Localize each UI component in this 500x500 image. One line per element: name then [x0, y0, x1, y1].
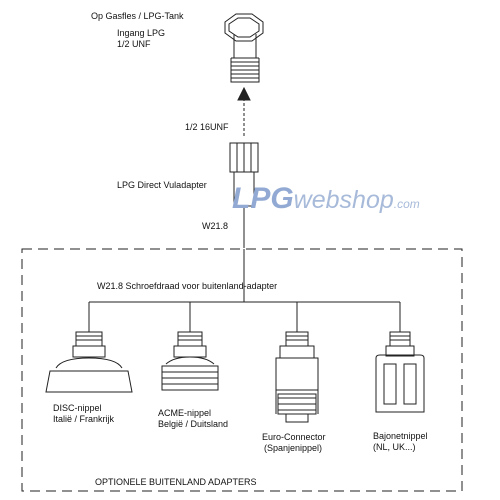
disc-nipple-drawing	[45, 331, 133, 393]
bayonet-nipple-name: Bajonetnippel	[373, 431, 428, 441]
watermark-part3: .com	[393, 197, 420, 211]
acme-nipple-name: ACME-nippel	[158, 408, 212, 418]
euro-connector-drawing	[275, 331, 319, 423]
watermark-logo: LPGwebshop.com	[232, 182, 420, 221]
adapter-label: LPG Direct Vuladapter	[117, 180, 207, 190]
screw-thread-label: W21.8 Schroefdraad voor buitenland-adapt…	[97, 281, 278, 291]
bayonet-nipple-drawing	[375, 331, 425, 413]
disc-nipple-name: DISC-nippel	[53, 403, 102, 413]
direct-fill-adapter	[229, 142, 259, 248]
inlet-label-line1: Ingang LPG	[117, 28, 166, 38]
adapter-thread-label: W21.8	[202, 221, 229, 231]
thread-label: 1/2 16UNF	[185, 122, 229, 132]
inlet-label-line2: 1/2 UNF	[117, 39, 151, 49]
acme-nipple-drawing	[161, 331, 219, 391]
flow-arrow	[237, 86, 251, 138]
bayonet-nipple-detail: (NL, UK...)	[373, 442, 416, 452]
euro-connector-detail: (Spanjenippel)	[264, 443, 323, 453]
tank-elbow-fitting	[224, 13, 264, 83]
disc-nipple-detail: Italië / Frankrijk	[53, 414, 115, 424]
box-title: OPTIONELE BUITENLAND ADAPTERS	[95, 477, 257, 487]
watermark-part1: LPG	[232, 182, 294, 215]
source-label: Op Gasfles / LPG-Tank	[91, 11, 184, 21]
watermark-part2: webshop	[293, 186, 394, 214]
distribution-lines	[88, 249, 401, 332]
acme-nipple-detail: België / Duitsland	[158, 419, 229, 429]
euro-connector-name: Euro-Connector	[262, 432, 326, 442]
optional-adapters-box	[21, 248, 463, 492]
